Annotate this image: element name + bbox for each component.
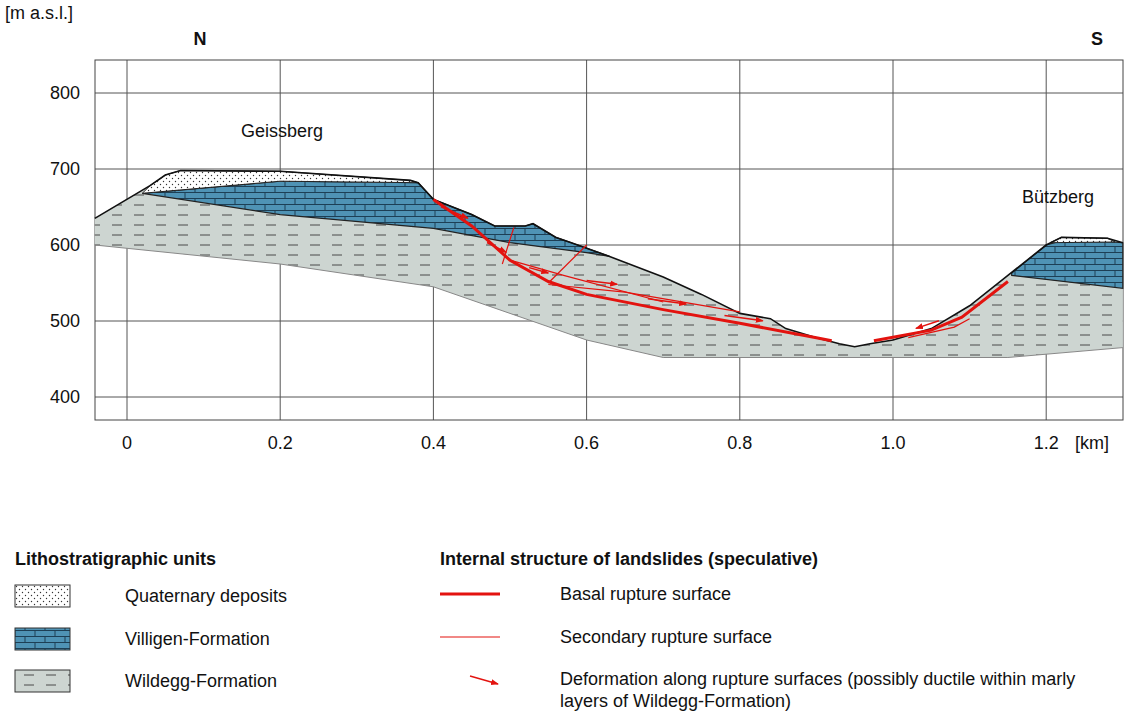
grid-line [95,397,1123,398]
terrain-surface [95,171,1123,347]
label: 700 [50,158,80,180]
quaternary-deposits [142,171,418,194]
grid-line [739,60,740,420]
label: N [194,28,207,50]
label: [km] [1075,432,1109,454]
label: [m a.s.l.] [5,2,73,24]
deformation-arrow [441,207,468,218]
secondary-rupture [908,319,969,338]
grid-line [95,93,1123,94]
deformation-arrow [587,281,618,285]
label: Internal structure of landslides (specul… [440,548,818,570]
legend-text: Basal rupture surface [560,583,731,605]
legend-text: Wildegg-Formation [125,670,277,692]
label: 500 [50,310,80,332]
label: 0.6 [574,432,599,454]
label: Lithostratigraphic units [15,548,216,570]
deformation-arrow [916,321,939,329]
basal-rupture [874,282,1008,341]
grid-line [586,60,587,420]
secondary-rupture [548,285,740,312]
label: 0.4 [421,432,446,454]
label: Geissberg [241,120,323,142]
villigen-formation [1012,242,1123,288]
deformation-arrow [529,268,548,273]
label: 800 [50,82,80,104]
grid-line [893,60,894,420]
legend-text: Villigen-Formation [125,628,270,650]
secondary-rupture [510,260,663,302]
basal-rupture [433,199,831,340]
label: 1.0 [880,432,905,454]
wildegg-formation [95,171,1123,358]
formation-base [95,245,1123,358]
legend-text: Quaternary deposits [125,585,287,607]
label: 0 [122,432,132,454]
deformation-arrow [648,299,686,304]
label: 400 [50,386,80,408]
label: Bützberg [1022,186,1094,208]
deformation-arrow [724,315,762,320]
label: 0.2 [268,432,293,454]
deformation-arrow [487,243,506,253]
legend-text: Secondary rupture surface [560,626,772,648]
label: 600 [50,234,80,256]
grid-line [1046,60,1047,420]
label: 0.8 [727,432,752,454]
label: S [1091,28,1103,50]
secondary-rupture [548,245,586,283]
secondary-rupture [502,228,514,265]
villigen-formation [142,181,609,256]
label: 1.2 [1034,432,1059,454]
legend-text: Deformation along rupture surfaces (poss… [560,668,1120,712]
plot-frame [95,60,1123,420]
grid-line [95,169,1123,170]
